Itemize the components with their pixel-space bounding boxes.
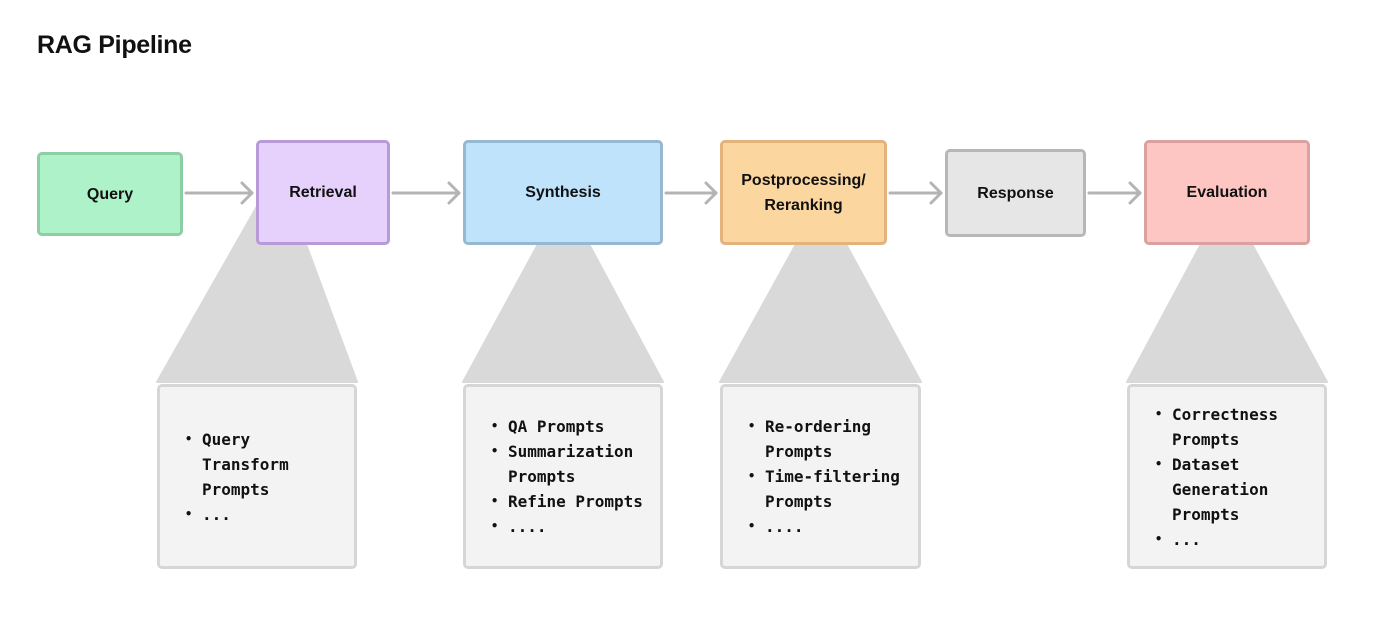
list-item: Re-ordering Prompts [748,414,900,464]
stage-response-label: Response [977,184,1054,202]
stage-retrieval: Retrieval [256,140,390,245]
list-item: Refine Prompts [491,489,643,514]
list-item: QA Prompts [491,414,643,439]
diagram-title: RAG Pipeline [37,31,192,59]
arrow-retrieval-to-synthesis [391,181,461,205]
synthesis-funnel [462,245,664,383]
stage-query: Query [37,152,183,236]
postprocessing-funnel [719,245,922,383]
stage-evaluation: Evaluation [1144,140,1310,245]
arrow-query-to-retrieval [184,181,254,205]
list-item: Time-filtering Prompts [748,464,900,514]
retrieval-prompts-box: Query Transform Prompts ... [157,384,357,569]
stage-retrieval-label: Retrieval [289,184,357,201]
synthesis-prompts-list: QA Prompts Summarization Prompts Refine … [491,414,643,539]
arrow-synthesis-to-postprocessing [664,181,718,205]
arrow-postprocessing-to-response [888,181,943,205]
list-item: ... [1155,527,1278,552]
list-item: Dataset Generation Prompts [1155,452,1278,527]
evaluation-prompts-list: Correctness Prompts Dataset Generation P… [1155,402,1278,552]
evaluation-prompts-box: Correctness Prompts Dataset Generation P… [1127,384,1327,569]
evaluation-funnel [1126,245,1328,383]
postprocessing-prompts-list: Re-ordering Prompts Time-filtering Promp… [748,414,900,539]
stage-response: Response [945,149,1086,237]
stage-evaluation-label: Evaluation [1186,184,1268,201]
stage-query-label: Query [86,185,134,203]
list-item: .... [491,514,643,539]
list-item: .... [748,514,900,539]
list-item: ... [185,502,289,527]
list-item: Summarization Prompts [491,439,643,489]
stage-synthesis: Synthesis [463,140,663,245]
postprocessing-prompts-box: Re-ordering Prompts Time-filtering Promp… [720,384,921,569]
arrow-response-to-evaluation [1087,181,1142,205]
synthesis-prompts-box: QA Prompts Summarization Prompts Refine … [463,384,663,569]
stage-postprocessing: Postprocessing/ Reranking [720,140,887,245]
retrieval-prompts-list: Query Transform Prompts ... [185,427,289,527]
list-item: Query Transform Prompts [185,427,289,502]
stage-postprocessing-label: Postprocessing/ Reranking [741,171,866,214]
stage-synthesis-label: Synthesis [525,184,601,201]
list-item: Correctness Prompts [1155,402,1278,452]
